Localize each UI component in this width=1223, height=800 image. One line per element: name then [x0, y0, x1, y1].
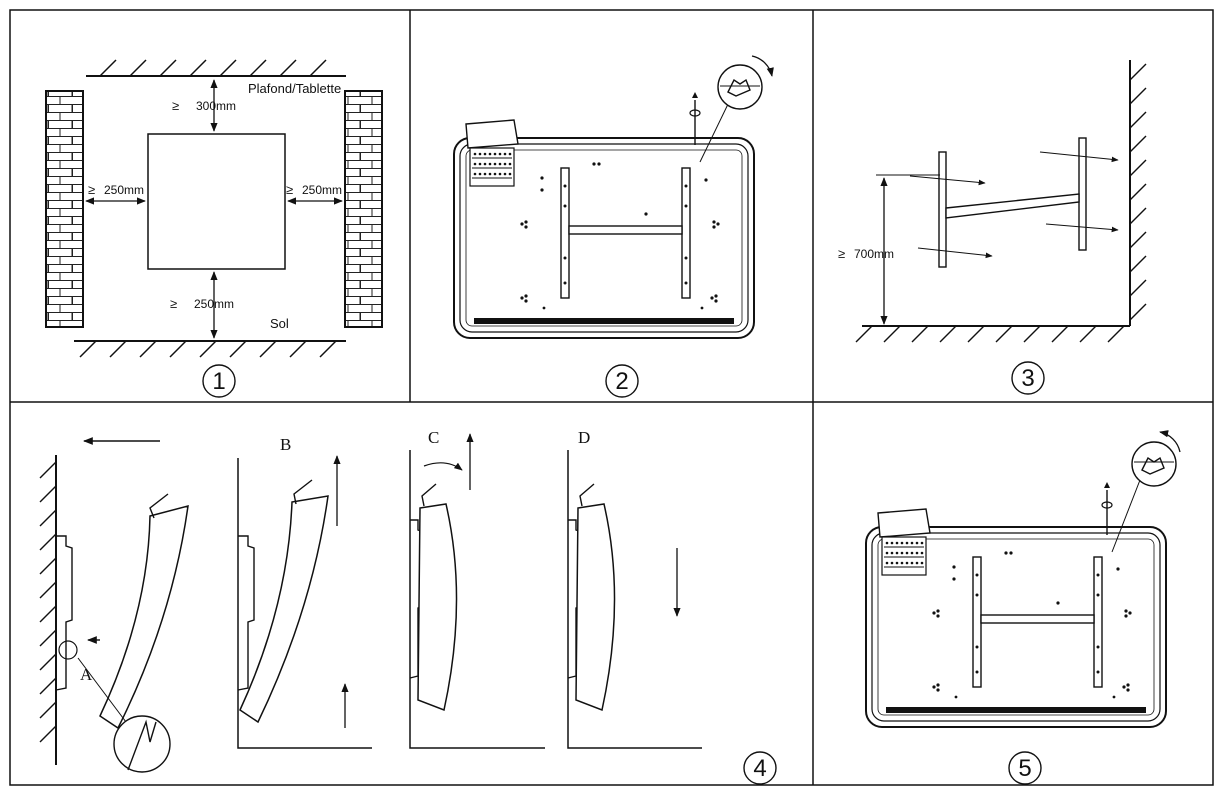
lock-detail-circle-5 [1131, 441, 1177, 487]
height-geq: ≥ [838, 246, 845, 261]
bottom-geq: ≥ [170, 296, 177, 311]
step-4-badge [743, 751, 777, 785]
detail-leader-a [77, 657, 127, 723]
wall-hatching [1129, 63, 1147, 321]
wall-floor-d [567, 450, 702, 749]
ceiling-label: Plafond/Tablette [248, 81, 341, 96]
lock-detail-icon [727, 78, 751, 97]
floor-hatching [79, 340, 337, 358]
rotate-arrow-icon [751, 55, 774, 77]
hook-detail-icon [127, 719, 157, 771]
heater-c-hanging [417, 503, 458, 712]
wall-floor-c [409, 450, 545, 749]
left-brick-wall [45, 90, 84, 328]
panel-2-rear-view: 2 [453, 55, 774, 398]
rotate-arrow-icon-5 [1159, 430, 1181, 453]
phase-label-c: C [428, 428, 439, 447]
heater-rear-view-5 [865, 508, 1167, 728]
heater-b-tilted [239, 495, 329, 724]
bracket-crossbar [945, 193, 1080, 219]
right-geq: ≥ [286, 182, 293, 197]
step-2-badge [605, 364, 639, 398]
step-3-badge [1011, 361, 1045, 395]
left-geq: ≥ [88, 182, 95, 197]
heater-d-locked [575, 503, 616, 712]
bottom-clearance-value: 250mm [194, 297, 234, 311]
top-clearance-value: 300mm [196, 99, 236, 113]
bracket-left-rail [938, 151, 947, 268]
lock-detail-circle [717, 64, 763, 110]
floor-label: Sol [270, 316, 289, 331]
lock-detail-icon-5 [1141, 456, 1165, 475]
panel-4-hanging-sequence: A B C D 4 [39, 428, 777, 785]
detail-label-a: A [80, 665, 93, 684]
step-1-number: 1 [212, 368, 225, 395]
panel-5-lock: 5 [865, 430, 1181, 785]
step-5-badge [1008, 751, 1042, 785]
wall-a-hatching [39, 461, 57, 743]
rotate-arrow-c [423, 462, 463, 471]
wall-floor-b [237, 458, 372, 749]
appliance-outline [147, 133, 286, 270]
phase-label-b: B [280, 435, 291, 454]
panel-1-clearances: Plafond/Tablette Sol ≥ 300mm ≥ 250mm ≥ 2… [45, 59, 383, 398]
bracket-a-profile [55, 535, 73, 691]
panel-grid [9, 9, 1214, 786]
floor-hatching-3 [855, 325, 1125, 343]
left-clearance-value: 250mm [104, 183, 144, 197]
heater-a-tilted [99, 504, 189, 730]
detail-leader-5 [1111, 479, 1141, 553]
height-clearance-value: 700mm [854, 247, 894, 261]
detail-leader [699, 99, 731, 163]
bracket-right-rail [1078, 137, 1087, 251]
phase-label-d: D [578, 428, 590, 447]
step-2-number: 2 [615, 368, 628, 395]
panel-3-bracket-mounting: ≥ 700mm 3 [838, 60, 1147, 395]
ceiling-hatching [99, 59, 327, 77]
hook-detail-circle [113, 715, 171, 773]
step-5-number: 5 [1018, 755, 1031, 782]
right-brick-wall [344, 90, 383, 328]
hook-detail-mark [58, 640, 78, 660]
step-3-number: 3 [1021, 365, 1034, 392]
screw-head [689, 109, 701, 117]
right-clearance-value: 250mm [302, 183, 342, 197]
top-geq: ≥ [172, 98, 179, 113]
heater-rear-view [453, 119, 755, 339]
step-4-number: 4 [753, 755, 766, 782]
step-1-badge [202, 364, 236, 398]
